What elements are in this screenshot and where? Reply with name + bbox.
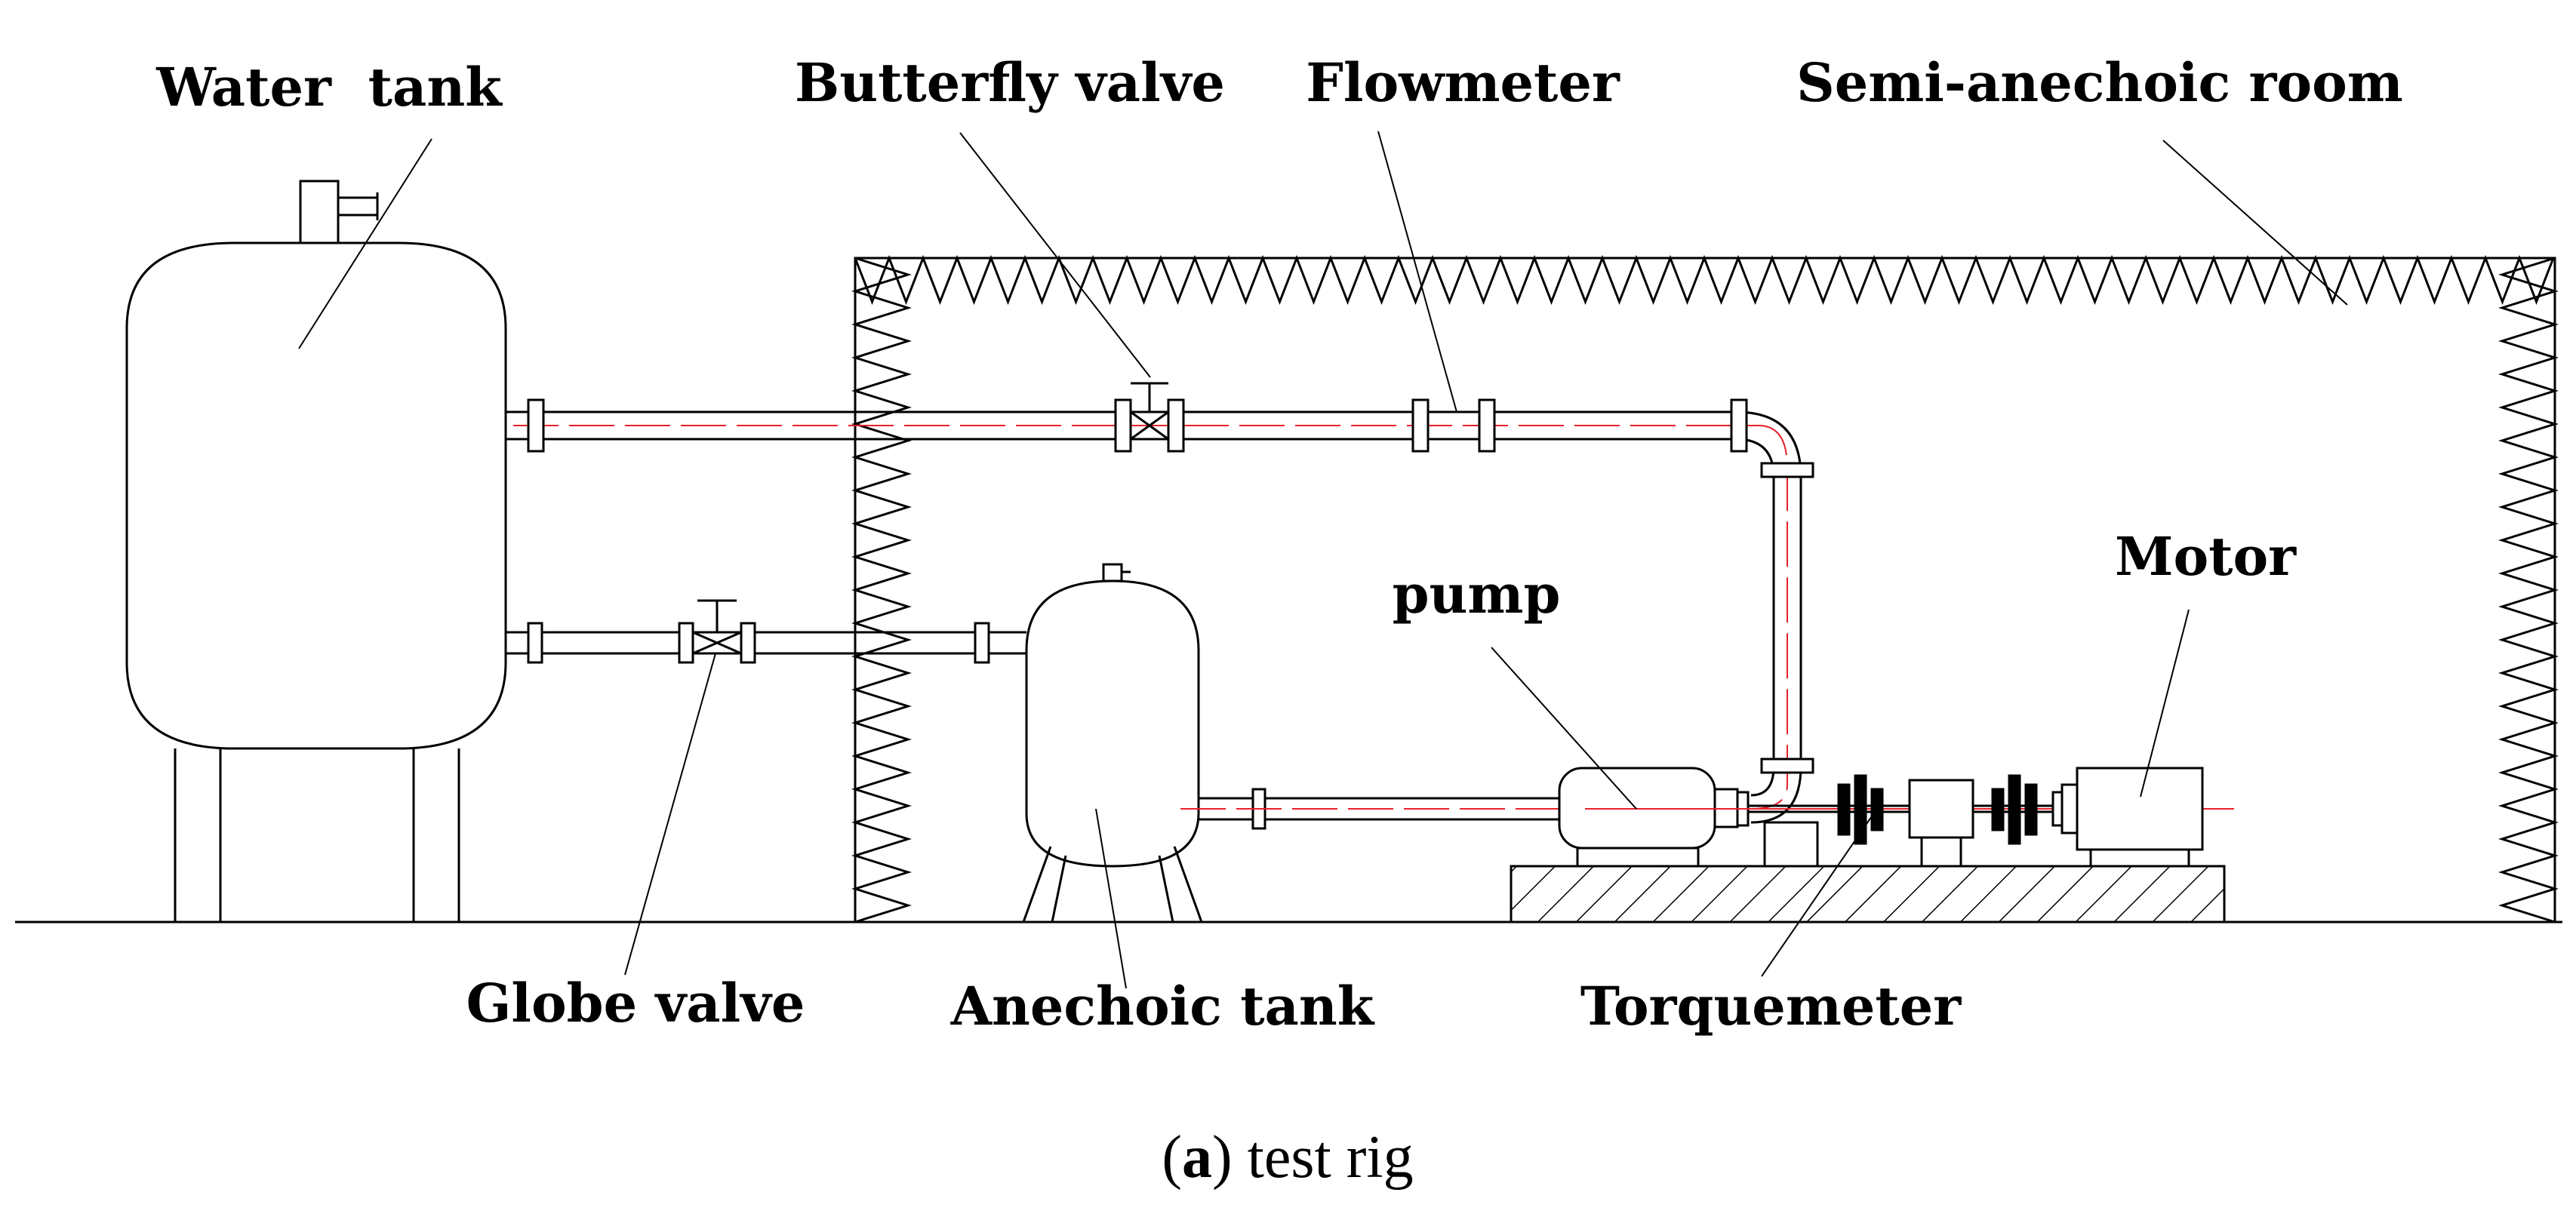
- anechoic-tank: [1022, 563, 1203, 923]
- label-butterfly-valve: Butterfly valve: [795, 51, 1225, 114]
- upper-pipe-flanges: [527, 398, 1814, 774]
- label-torquemeter: Torquemeter: [1580, 975, 1962, 1037]
- label-motor: Motor: [2115, 525, 2297, 588]
- label-semi-anechoic-room: Semi-anechoic room: [1796, 51, 2403, 114]
- foundation-base: [1510, 865, 2226, 924]
- leader-lines: [298, 131, 2348, 989]
- semi-anechoic-room: [851, 254, 2559, 924]
- figure-caption: (a) test rig: [1162, 1124, 1413, 1191]
- label-water-tank: Water tank: [155, 56, 503, 118]
- label-pump: pump: [1393, 563, 1561, 625]
- torquemeter: [1748, 774, 2053, 868]
- lower-pipe: [506, 631, 1026, 655]
- label-flowmeter: Flowmeter: [1306, 51, 1620, 114]
- room-wedges-top: [854, 254, 2555, 306]
- riser-centerline: [1750, 425, 1788, 810]
- globe-valve: [692, 599, 742, 655]
- pump: [1558, 767, 1819, 868]
- water-tank: [125, 180, 507, 922]
- butterfly-valve: [1130, 382, 1169, 441]
- label-anechoic-tank: Anechoic tank: [950, 975, 1375, 1037]
- caption-text: test rig: [1248, 1124, 1414, 1191]
- label-globe-valve: Globe valve: [466, 972, 805, 1034]
- motor: [2051, 767, 2204, 868]
- room-wedges-right: [2498, 257, 2559, 924]
- caption-tag: a: [1182, 1124, 1212, 1191]
- lower-pipe-flanges: [527, 622, 990, 664]
- room-wedges-left: [851, 257, 913, 924]
